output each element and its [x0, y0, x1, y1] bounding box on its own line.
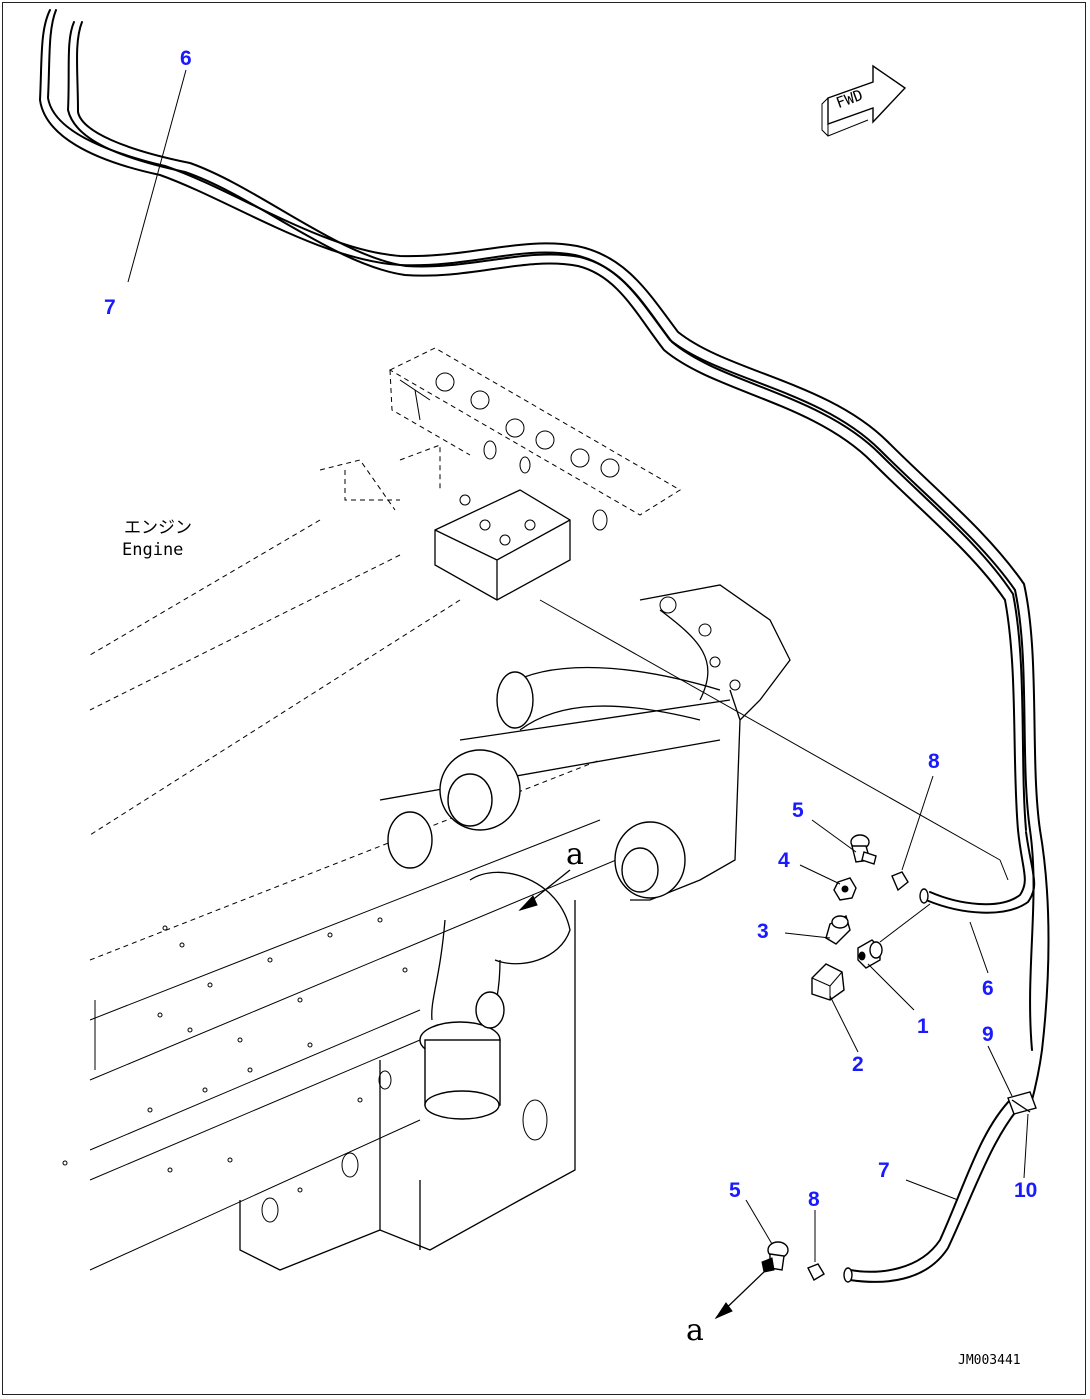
hose-7-lower	[843, 1091, 1037, 1283]
callout-7-top: 7	[104, 296, 116, 319]
callout-6-right: 6	[982, 977, 994, 1000]
part-5-tee-lower	[761, 1241, 789, 1273]
part-4-nut	[833, 877, 857, 901]
callout-6-top: 6	[180, 47, 192, 70]
leader-lines	[127, 69, 1029, 1320]
callout-9: 9	[982, 1023, 994, 1046]
callout-5-upper: 5	[792, 799, 804, 822]
drawing-code: JM003441	[958, 1353, 1021, 1368]
callout-8-lower: 8	[808, 1188, 820, 1211]
view-ref-a-engine: a	[566, 837, 584, 872]
hose-pair-upper	[39, 9, 1050, 1109]
engine-label-jp: エンジン	[124, 518, 192, 538]
part-8-plug-upper	[891, 871, 909, 892]
fwd-arrow-icon	[821, 64, 907, 137]
part-8-plug-lower	[807, 1263, 825, 1281]
view-ref-a-lower: a	[686, 1313, 704, 1348]
callout-4: 4	[778, 849, 790, 872]
callout-5-lower: 5	[729, 1179, 741, 1202]
callout-7-lower: 7	[878, 1159, 890, 1182]
engine-outline	[62, 347, 1009, 1271]
bolt-dots	[62, 917, 408, 1193]
part-2-block	[811, 963, 845, 1001]
callout-2: 2	[852, 1053, 864, 1076]
part-5-tee-upper	[850, 834, 877, 865]
callout-10: 10	[1014, 1179, 1038, 1202]
callout-8-upper: 8	[928, 750, 940, 773]
engine-label-en: Engine	[122, 540, 184, 560]
part-3-fitting	[825, 914, 851, 945]
callout-1: 1	[917, 1015, 929, 1038]
callout-3: 3	[757, 920, 769, 943]
part-1-elbow	[857, 939, 883, 969]
